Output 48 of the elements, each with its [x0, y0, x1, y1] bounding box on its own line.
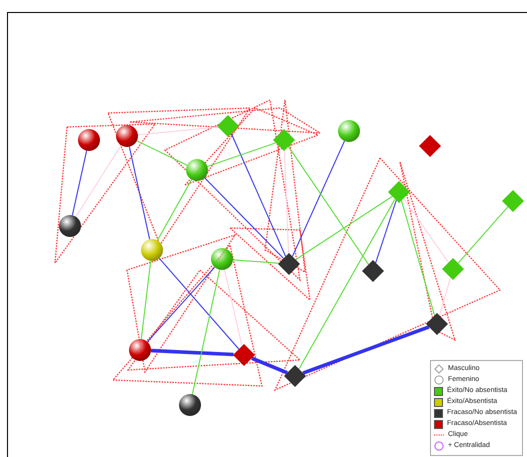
- network-link: [438, 277, 452, 316]
- network-link: [140, 260, 152, 340]
- diamond-node: [388, 181, 410, 203]
- network-link: [128, 146, 150, 240]
- diamond-node: [278, 253, 300, 275]
- network-link: [458, 206, 508, 264]
- diamond-node: [284, 365, 306, 387]
- network-link: [136, 140, 188, 166]
- network-link: [156, 179, 192, 241]
- diamond-node: [426, 313, 448, 335]
- diamond-node: [502, 190, 524, 212]
- network-link: [72, 150, 88, 216]
- circle-node: [59, 215, 81, 237]
- network-link: [298, 198, 396, 370]
- circle-node: [179, 394, 201, 416]
- diamond-node: [217, 115, 239, 137]
- network-link: [302, 325, 430, 375]
- circle-node: [338, 120, 360, 142]
- network-link: [204, 177, 284, 259]
- network-link: [224, 269, 242, 347]
- diamond-node: [362, 260, 384, 282]
- network-link: [400, 200, 436, 316]
- diamond-node: [233, 344, 255, 366]
- network-link: [206, 142, 276, 167]
- network-link: [232, 259, 280, 264]
- circle-node: [211, 248, 233, 270]
- network-link: [150, 348, 234, 356]
- network-link: [146, 266, 216, 342]
- circle-node: [116, 125, 138, 147]
- circle-node: [141, 239, 163, 261]
- network-link: [295, 196, 393, 260]
- network-link: [375, 200, 397, 264]
- diamond-node: [273, 129, 295, 151]
- network-link: [403, 198, 449, 264]
- network-link: [284, 150, 290, 254]
- network-link: [292, 140, 345, 257]
- network-link: [230, 133, 286, 257]
- circle-node: [186, 159, 208, 181]
- network-link: [251, 356, 288, 374]
- network-link: [158, 258, 240, 350]
- circle-node: [129, 339, 151, 361]
- network-link: [75, 144, 122, 218]
- circle-node: [78, 129, 100, 151]
- diamond-node: [419, 135, 441, 157]
- network-link: [137, 126, 218, 136]
- diamond-node: [442, 258, 464, 280]
- network-link: [288, 146, 370, 265]
- network-link: [192, 269, 220, 395]
